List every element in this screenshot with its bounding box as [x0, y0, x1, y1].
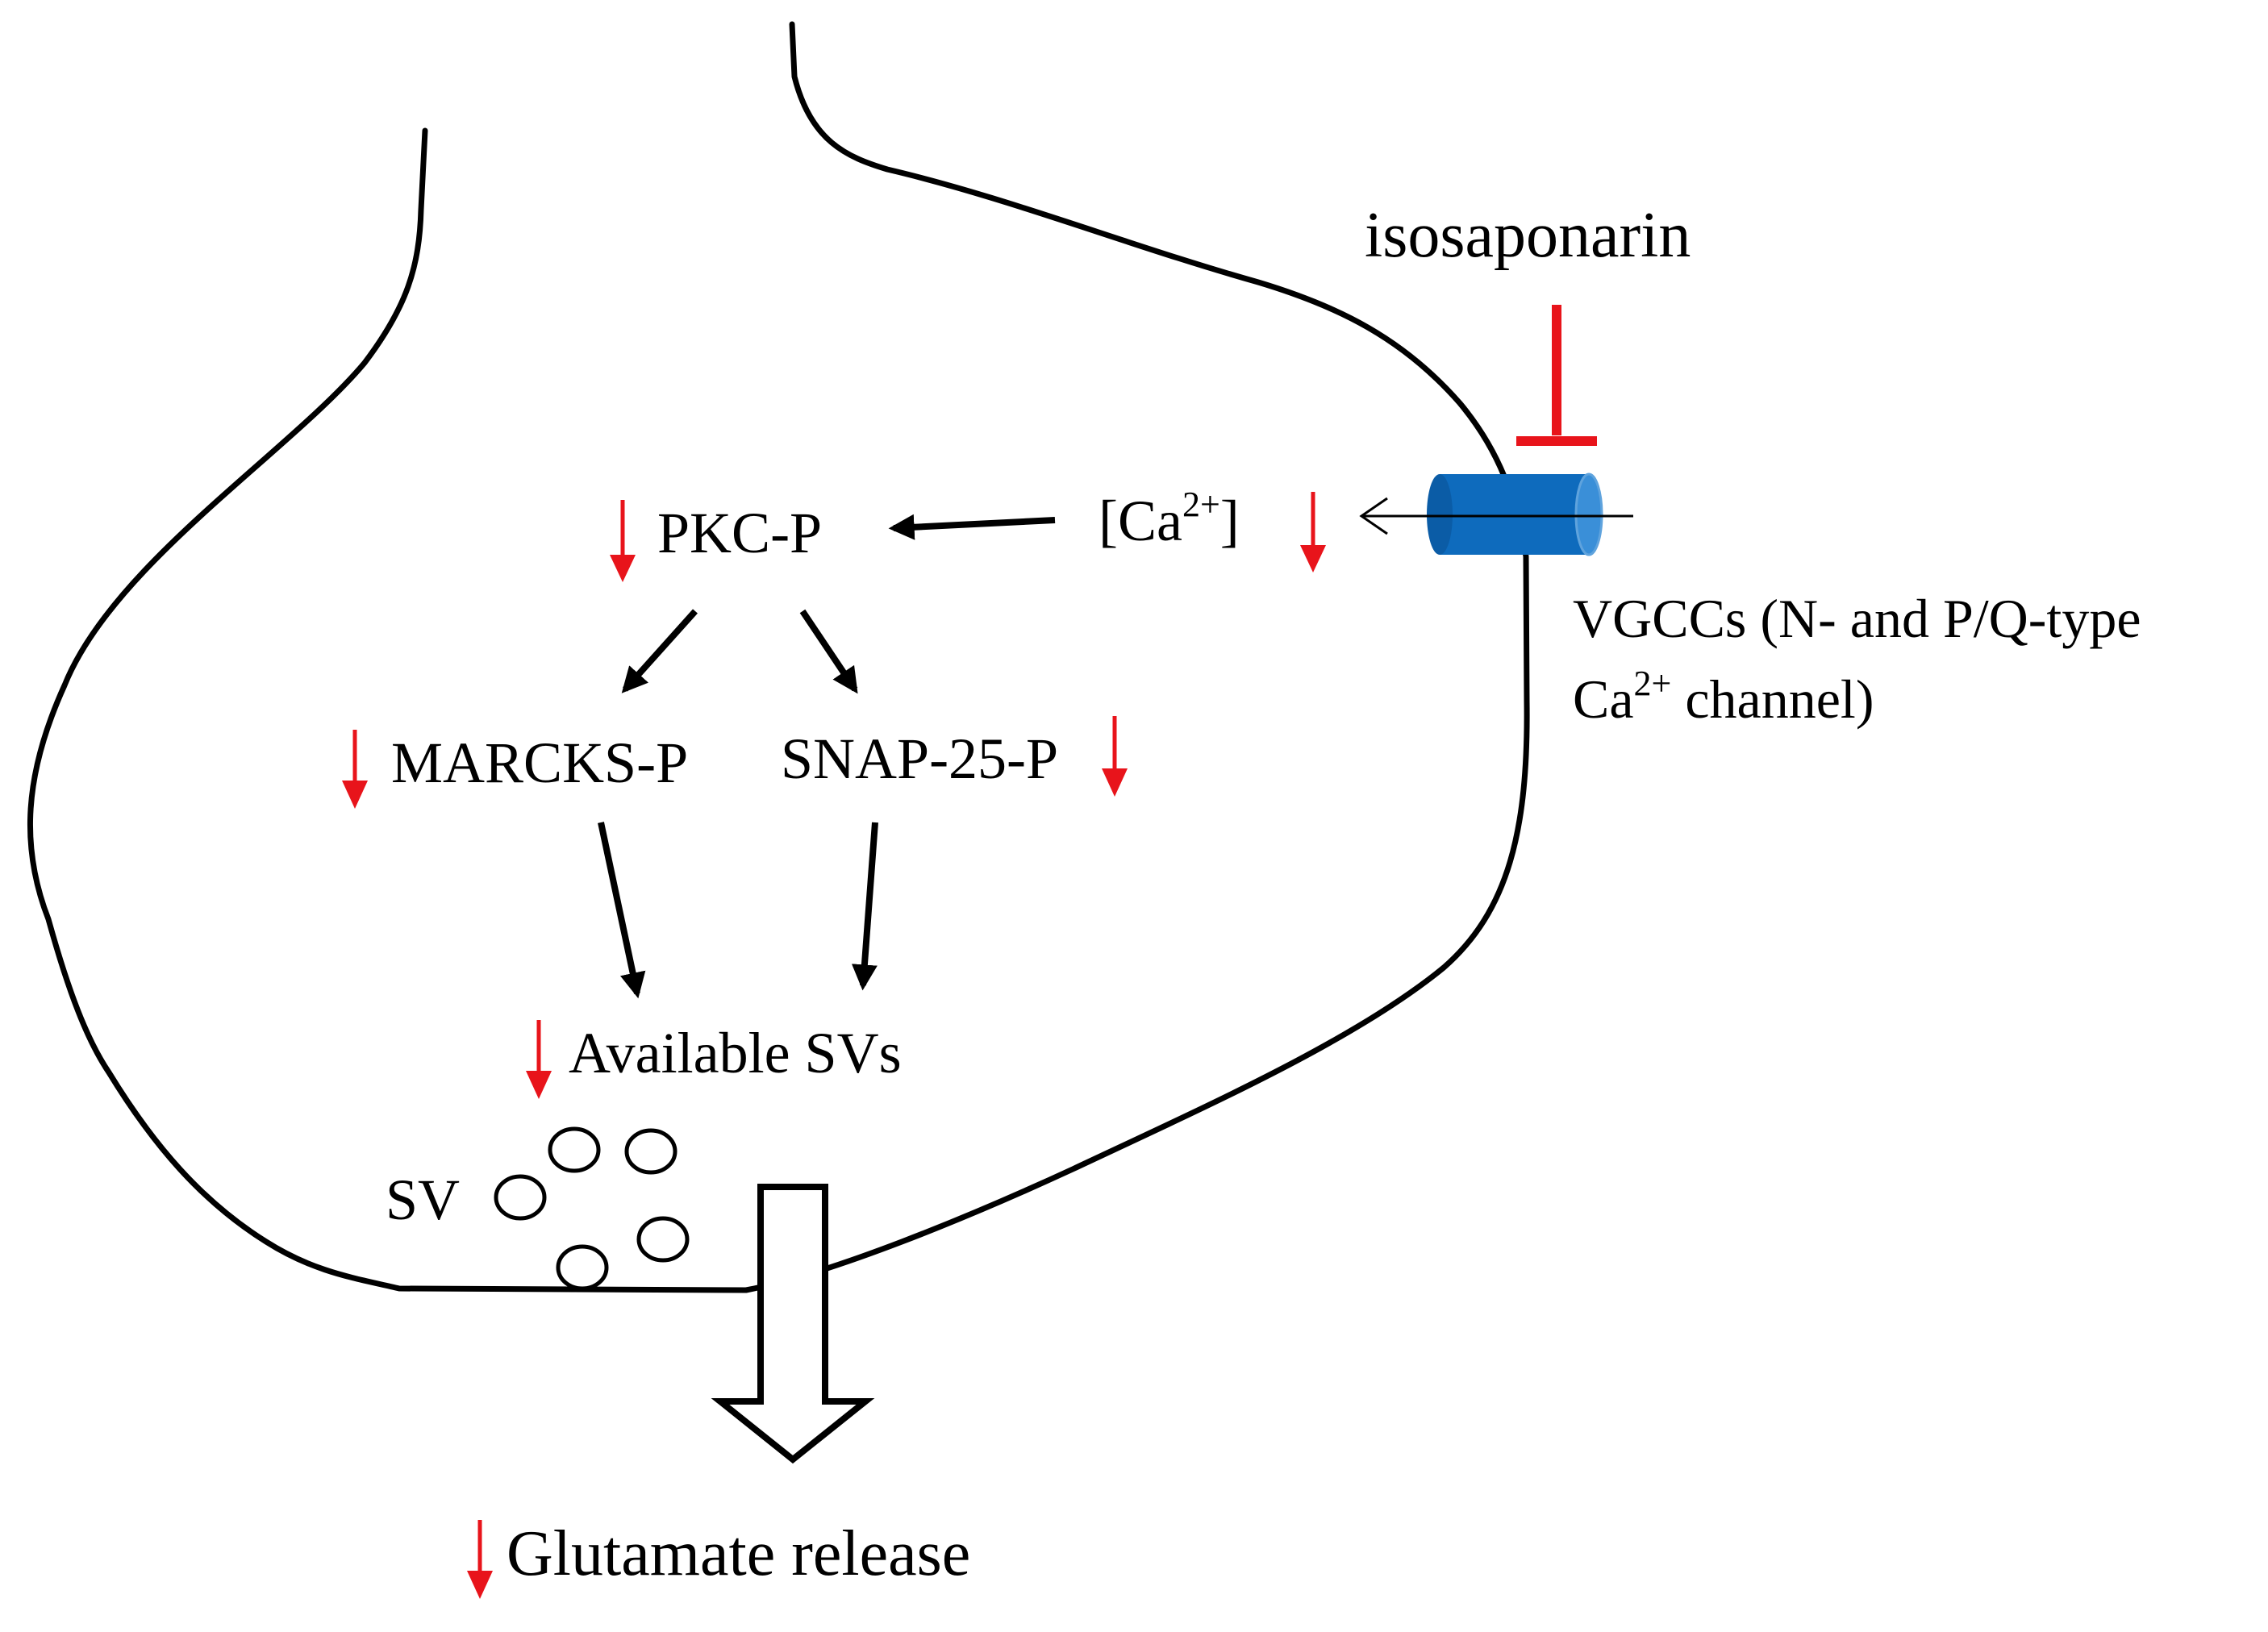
inhibition-t-bar-icon: [1516, 305, 1597, 446]
calcium-decrease-arrow-icon: [1300, 492, 1326, 572]
inhibitor-label: isosaponarin: [1365, 200, 1691, 271]
vesicle-icon: [556, 1244, 609, 1291]
available-svs-decrease-arrow-icon: [526, 1020, 552, 1099]
vesicle-icon: [494, 1174, 547, 1221]
vgcc-channel-icon: [1427, 473, 1603, 556]
snap25-label: SNAP-25-P: [781, 726, 1058, 791]
marcks-label: MARCKS-P: [391, 731, 688, 795]
vesicle-icon: [636, 1216, 690, 1263]
snap25-to-svs-arrow-icon: [851, 822, 878, 991]
marcks-decrease-arrow-icon: [342, 730, 368, 809]
channel-label-line2: Ca2+ channel): [1573, 664, 1874, 730]
release-arrow-icon: [711, 1184, 875, 1464]
ca-to-pkc-arrow-icon: [888, 514, 1056, 540]
pkc-label: PKC-P: [657, 501, 822, 565]
decrease-markers: [342, 492, 1326, 1599]
snap25-decrease-arrow-icon: [1102, 716, 1128, 797]
vesicle-icon: [548, 1126, 601, 1173]
pathway-arrows: [598, 514, 1056, 999]
vesicle-icon: [624, 1128, 677, 1175]
available-svs-label: Available SVs: [569, 1021, 902, 1085]
pkc-decrease-arrow-icon: [610, 500, 636, 582]
marcks-to-svs-arrow-icon: [598, 822, 646, 999]
pkc-to-marcks-arrow-icon: [621, 609, 698, 693]
glutamate-decrease-arrow-icon: [467, 1520, 493, 1599]
sv-label: SV: [386, 1168, 460, 1232]
synaptic-vesicles: [494, 1126, 690, 1291]
presynaptic-membrane: [27, 21, 1530, 1293]
pkc-to-snap25-arrow-icon: [799, 609, 858, 694]
channel-label-line1: VGCCs (N- and P/Q-type: [1573, 588, 2141, 649]
calcium-label: [Ca2+]: [1099, 485, 1240, 553]
calcium-influx-arrow-icon: [1359, 497, 1633, 535]
glutamate-release-label: Glutamate release: [507, 1518, 970, 1589]
